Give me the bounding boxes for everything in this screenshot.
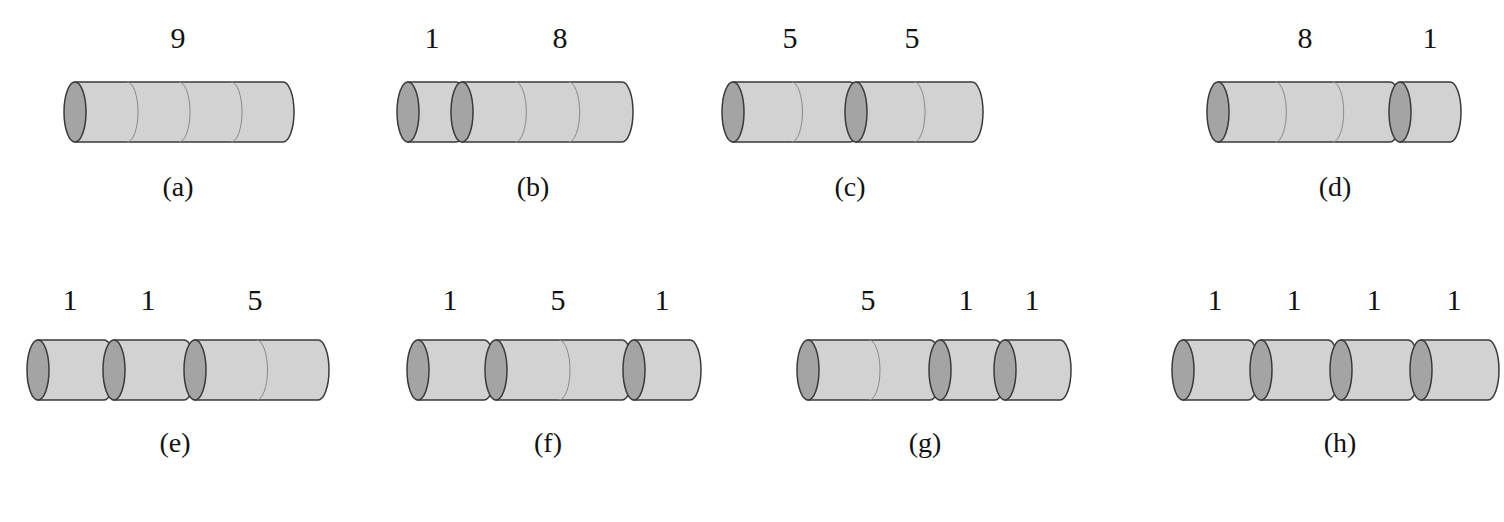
- rod-body: [808, 340, 941, 400]
- rod-cylinder: [1172, 340, 1259, 400]
- segment-line: [1333, 82, 1344, 142]
- rod-cylinder: [845, 82, 983, 142]
- rod-cylinder: [451, 82, 633, 142]
- segment-line: [914, 82, 925, 142]
- rod-cylinder: [1410, 340, 1499, 400]
- rod-cylinder: [27, 340, 115, 400]
- segment-line: [127, 82, 138, 142]
- rod-cylinder: [623, 340, 701, 400]
- rod-cylinder: [103, 340, 195, 400]
- rod-end-face: [103, 340, 125, 400]
- rod-end-face: [797, 340, 819, 400]
- rod-cylinder: [1389, 82, 1461, 142]
- rod-cylinder: [994, 340, 1071, 400]
- rod-body: [733, 82, 861, 142]
- length-number: 5: [783, 23, 798, 53]
- length-number: 1: [443, 285, 458, 315]
- length-number: 1: [655, 285, 670, 315]
- length-number: 8: [1298, 23, 1313, 53]
- segment-line: [179, 82, 190, 142]
- rod-body: [856, 82, 983, 142]
- rod-end-face: [1250, 340, 1272, 400]
- rod-end-face: [485, 340, 507, 400]
- length-number: 1: [1025, 285, 1040, 315]
- rod-end-face: [1207, 82, 1229, 142]
- length-number: 1: [959, 285, 974, 315]
- rod-cylinder: [722, 82, 861, 142]
- rod-cylinder: [1207, 82, 1401, 142]
- length-number: 5: [551, 285, 566, 315]
- rod-end-face: [397, 82, 419, 142]
- rod-cylinder: [64, 82, 294, 142]
- length-number: 1: [1447, 285, 1462, 315]
- panel-letter: (a): [162, 173, 193, 201]
- rod-end-face: [1389, 82, 1411, 142]
- rod-end-face: [845, 82, 867, 142]
- length-number: 8: [553, 23, 568, 53]
- rod-end-face: [994, 340, 1016, 400]
- segment-line: [559, 340, 570, 400]
- rod-cylinder: [184, 340, 329, 400]
- segment-line: [569, 82, 580, 142]
- rod-body: [75, 82, 294, 142]
- length-number: 5: [905, 23, 920, 53]
- rod-end-face: [64, 82, 86, 142]
- rod-end-face: [1172, 340, 1194, 400]
- rod-body: [462, 82, 633, 142]
- rod-end-face: [184, 340, 206, 400]
- rod-end-face: [722, 82, 744, 142]
- rod-body: [195, 340, 329, 400]
- segment-line: [231, 82, 242, 142]
- length-number: 5: [861, 285, 876, 315]
- rod-end-face: [929, 340, 951, 400]
- rod-end-face: [1410, 340, 1432, 400]
- segment-line: [257, 340, 268, 400]
- length-number: 1: [425, 23, 440, 53]
- length-number: 1: [1423, 23, 1438, 53]
- segment-line: [792, 82, 803, 142]
- rod-cylinder: [797, 340, 941, 400]
- panel-letter: (b): [517, 173, 550, 201]
- rod-cylinder: [485, 340, 633, 400]
- panel-letter: (c): [834, 173, 865, 201]
- rod-body: [496, 340, 633, 400]
- rod-body: [1218, 82, 1401, 142]
- length-number: 1: [1367, 285, 1382, 315]
- panel-letter: (h): [1324, 429, 1357, 457]
- rod-end-face: [451, 82, 473, 142]
- panel-letter: (d): [1319, 173, 1352, 201]
- rod-end-face: [27, 340, 49, 400]
- panel-letter: (f): [534, 429, 562, 457]
- rod-end-face: [407, 340, 429, 400]
- rod-end-face: [1330, 340, 1352, 400]
- length-number: 1: [141, 285, 156, 315]
- length-number: 9: [171, 23, 186, 53]
- length-number: 5: [248, 285, 263, 315]
- rod-cylinder: [407, 340, 495, 400]
- length-number: 1: [63, 285, 78, 315]
- panel-letter: (e): [159, 429, 190, 457]
- rod-end-face: [623, 340, 645, 400]
- rod-cylinder: [1250, 340, 1339, 400]
- length-number: 1: [1208, 285, 1223, 315]
- panel-letter: (g): [909, 429, 942, 457]
- rod-body: [114, 340, 195, 400]
- rod-cylinder: [1330, 340, 1419, 400]
- segment-line: [515, 82, 526, 142]
- segment-line: [1275, 82, 1286, 142]
- segment-line: [869, 340, 880, 400]
- length-number: 1: [1287, 285, 1302, 315]
